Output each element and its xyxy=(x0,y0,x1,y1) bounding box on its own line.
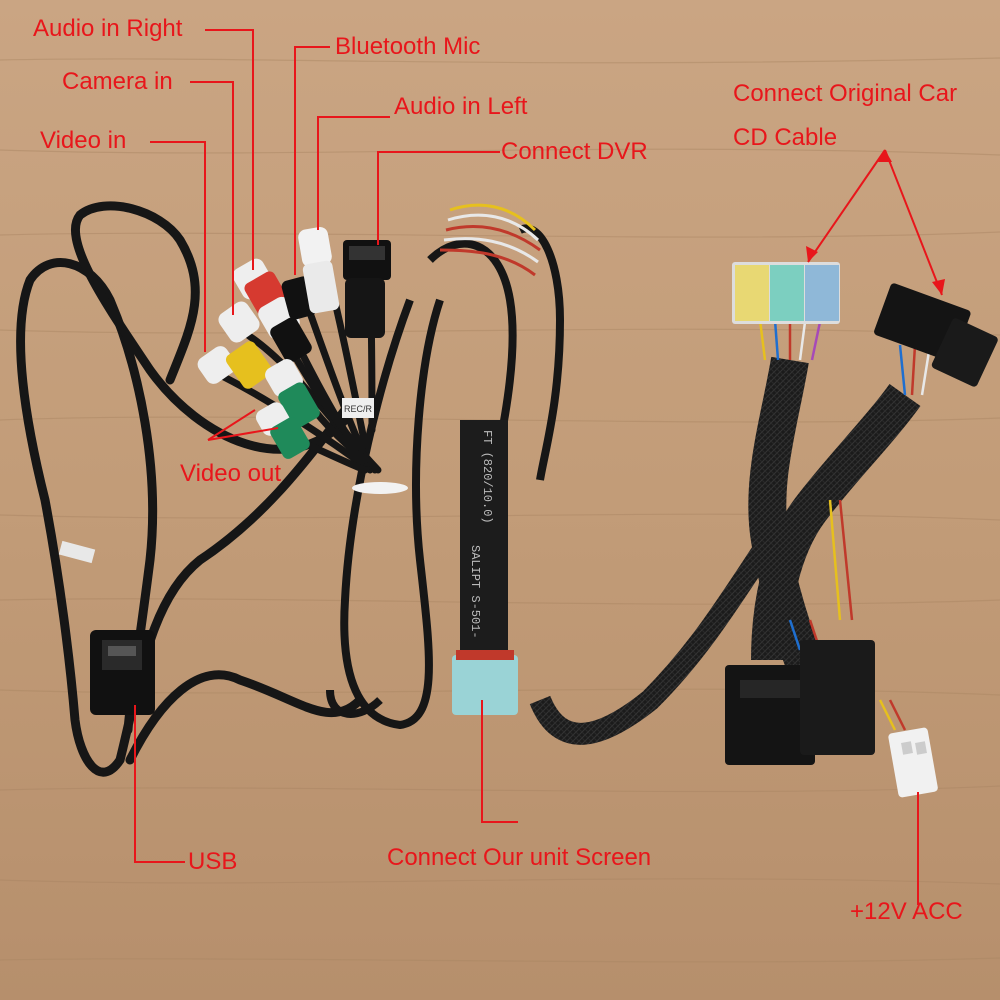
label-audio-in-right: Audio in Right xyxy=(33,15,183,42)
sleeve-text-2: SALIPT S-501- xyxy=(468,545,482,639)
leader-lines xyxy=(134,29,943,905)
car-harness xyxy=(529,262,998,798)
cable-tie xyxy=(352,482,408,494)
leader-dvr xyxy=(377,151,500,245)
leader-video-in xyxy=(150,141,206,352)
label-12v-acc: +12V ACC xyxy=(850,898,963,925)
leader-cd-b xyxy=(884,149,943,296)
iso-block-connectors xyxy=(725,640,875,765)
label-audio-in-left: Audio in Left xyxy=(394,93,528,120)
label-connect-dvr: Connect DVR xyxy=(501,138,648,165)
label-usb: USB xyxy=(188,848,238,875)
rca-plug-icon xyxy=(197,226,391,459)
leader-cd-a xyxy=(807,149,886,263)
usb-cable-tag xyxy=(58,540,96,564)
leader-usb xyxy=(134,705,185,863)
leader-camera-in xyxy=(190,81,234,315)
iso-connector-icon xyxy=(732,262,840,324)
power-plug-icon xyxy=(888,727,938,798)
usb-plug-icon xyxy=(90,630,155,715)
label-camera-in: Camera in xyxy=(62,68,173,95)
color-wires xyxy=(439,203,541,277)
usb-cable xyxy=(16,201,365,777)
sleeve-text-1: FT (820/10.0) xyxy=(480,430,494,524)
black-connectors xyxy=(874,283,998,387)
leader-screen xyxy=(481,700,518,823)
leader-bluetooth-mic xyxy=(294,46,330,275)
label-bluetooth-mic: Bluetooth Mic xyxy=(335,33,481,60)
heatshrink-sleeve: FT (820/10.0) SALIPT S-501- xyxy=(460,420,508,660)
rec-tag xyxy=(342,398,374,418)
label-video-out: Video out xyxy=(180,460,281,487)
leader-audio-right xyxy=(205,29,254,270)
leader-video-out-a xyxy=(207,409,256,441)
rec-tag-text: REC/R xyxy=(344,404,373,414)
label-connect-car-cd-2: CD Cable xyxy=(733,124,838,151)
label-connect-unit-screen: Connect Our unit Screen xyxy=(387,844,652,871)
leader-audio-left xyxy=(317,116,390,230)
label-connect-car-cd-1: Connect Original Car xyxy=(733,80,958,107)
label-video-in: Video in xyxy=(40,127,127,154)
leader-video-out-b xyxy=(207,427,279,441)
screen-connector xyxy=(452,650,518,715)
rca-plug-group: REC/R xyxy=(197,226,391,474)
arrowheads xyxy=(806,150,945,295)
